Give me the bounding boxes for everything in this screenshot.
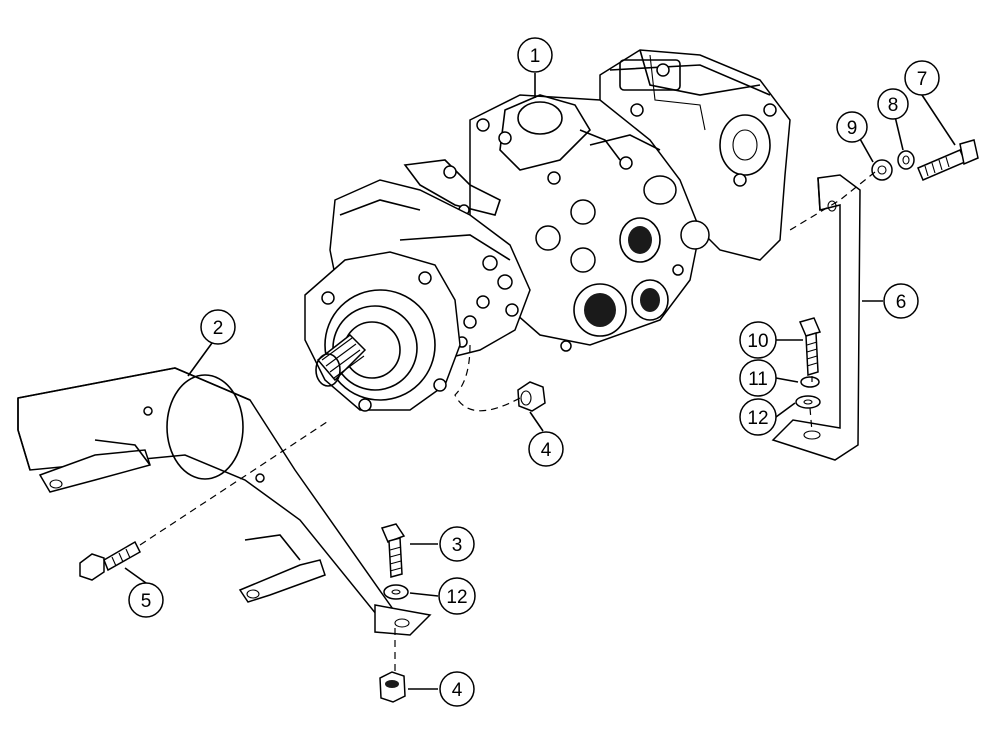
callout-2-label: 2 (213, 318, 224, 339)
hardware (79, 139, 979, 703)
left-mounting-bracket (17, 367, 432, 636)
bolt-10 (798, 317, 822, 376)
callout-4-lower: 4 (439, 671, 475, 707)
callout-7: 7 (904, 60, 940, 96)
callout-4b-label: 4 (452, 680, 463, 701)
callout-6-label: 6 (896, 292, 907, 313)
callout-7-label: 7 (917, 69, 928, 90)
nut-4-upper (517, 381, 546, 412)
bolt-5 (79, 540, 141, 581)
lock-washer-11 (800, 376, 820, 388)
callout-3-label: 3 (452, 535, 463, 556)
callout-3: 3 (439, 526, 475, 562)
callout-8: 8 (877, 88, 909, 120)
lock-washer-8 (897, 150, 915, 170)
bolt-3 (380, 523, 406, 578)
callouts: 1 2 3 4 4 5 6 7 (128, 37, 940, 707)
callout-6: 6 (883, 283, 919, 319)
callout-9: 9 (836, 111, 868, 143)
callout-1: 1 (517, 37, 553, 73)
hydrostatic-pump-assembly (304, 49, 791, 412)
nut-4-lower (379, 671, 406, 703)
alignment-lines (139, 171, 876, 672)
callout-4a-label: 4 (541, 440, 552, 461)
right-support-bracket (771, 174, 861, 461)
flat-washer-12-right (795, 395, 821, 409)
leader-lines (124, 73, 956, 690)
callout-5: 5 (128, 582, 164, 618)
callout-2: 2 (200, 309, 236, 345)
callout-4-upper: 4 (528, 431, 564, 467)
callout-11: 11 (739, 359, 777, 397)
callout-12a-label: 12 (747, 408, 768, 429)
callout-11-label: 11 (748, 369, 768, 390)
callout-12b-label: 12 (446, 587, 467, 608)
callout-10-label: 10 (747, 331, 768, 352)
flat-washer-12-lower (383, 584, 409, 600)
callout-1-label: 1 (530, 46, 541, 67)
callout-9-label: 9 (847, 118, 858, 139)
callout-5-label: 5 (141, 591, 152, 612)
callout-8-label: 8 (888, 95, 899, 116)
flat-washer-9 (871, 159, 893, 181)
callout-12-right: 12 (739, 398, 777, 436)
bolt-7 (917, 139, 979, 181)
callout-12-lower: 12 (438, 577, 476, 615)
callout-10: 10 (739, 321, 777, 359)
